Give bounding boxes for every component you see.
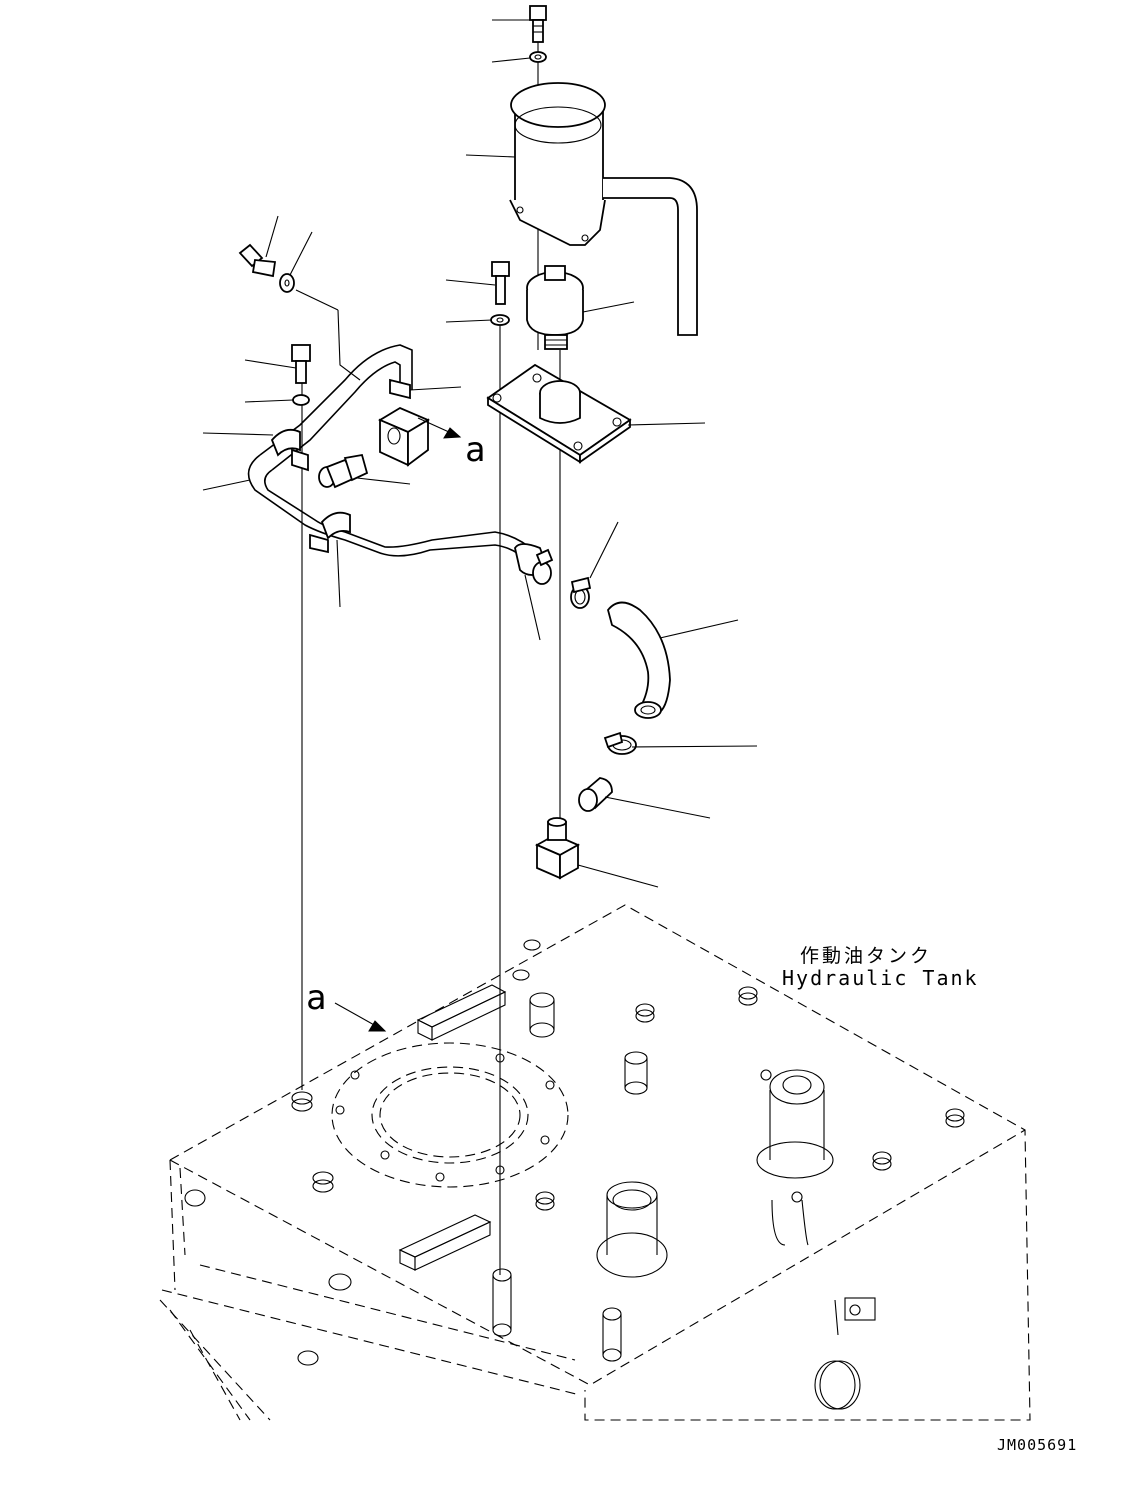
view-marker-upper: a xyxy=(465,430,486,470)
leader-lines xyxy=(202,19,758,888)
center-washer xyxy=(490,314,510,326)
elbow-block xyxy=(534,817,581,880)
view-arrow-a-lower xyxy=(334,1002,387,1032)
tank-port xyxy=(814,1360,861,1410)
clamp-bolt xyxy=(291,344,311,384)
junction-block xyxy=(378,406,430,467)
top-washer xyxy=(529,51,547,63)
tank-name-japanese: 作動油タンク xyxy=(800,945,933,967)
tank-bosses xyxy=(184,939,965,1366)
assembly-alignment-lines xyxy=(301,40,561,1275)
center-bolt xyxy=(491,261,510,305)
flange-bolt-holes xyxy=(335,1053,555,1182)
clamp-washer xyxy=(292,394,310,406)
top-bolt xyxy=(529,5,547,43)
tube-assembly xyxy=(247,344,554,585)
hydraulic-tank xyxy=(159,904,1031,1421)
drawing-code: JM005691 xyxy=(997,1436,1078,1454)
junction-fitting xyxy=(318,453,369,489)
tank-name-english: Hydraulic Tank xyxy=(782,966,979,990)
view-arrow-a-upper xyxy=(417,417,462,439)
angled-washer xyxy=(279,273,295,293)
filter-housing xyxy=(509,82,698,336)
strainer-plug xyxy=(526,265,584,350)
cover-plate xyxy=(486,363,632,464)
hose xyxy=(607,601,671,719)
tank-sensor xyxy=(756,1069,834,1246)
filler-neck xyxy=(596,1181,668,1278)
hose-clamp-upper xyxy=(570,576,592,609)
tank-bracket xyxy=(834,1297,876,1336)
view-marker-lower: a xyxy=(306,978,327,1018)
nipple-fitting xyxy=(578,777,613,812)
angled-bolt xyxy=(238,243,277,278)
tank-pads xyxy=(398,984,507,1271)
hose-clamp-lower xyxy=(603,731,637,755)
